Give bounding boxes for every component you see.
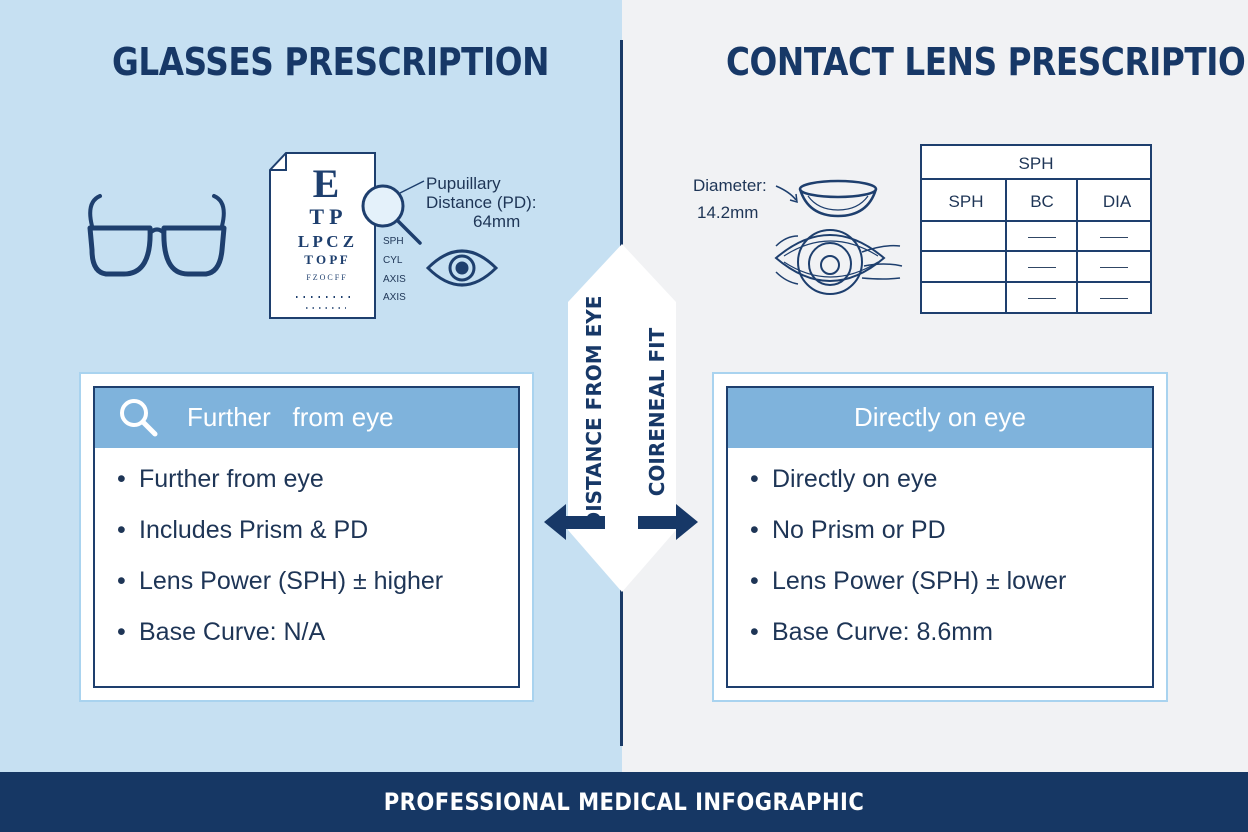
table-cell: ——: [1028, 228, 1056, 244]
arrow-right-icon: [638, 504, 698, 540]
glasses-card-header: Further from eye: [95, 388, 518, 448]
contact-lens-title: CONTACT LENS PRESCRIPTION: [726, 40, 1248, 84]
contact-lens-card: Directly on eye Directly on eye No Prism…: [712, 372, 1168, 702]
footer-text: PROFESSIONAL MEDICAL INFOGRAPHIC: [383, 788, 865, 816]
rx-label-sph: SPH: [383, 236, 404, 247]
chart-line-1: E: [313, 161, 340, 206]
illustrations: E T P L P C Z T O P F F Z O C F F Pupuil…: [87, 144, 1152, 592]
diameter-value: 14.2mm: [697, 203, 758, 222]
table-cell: ——: [1028, 258, 1056, 274]
rx-label-cyl: CYL: [383, 255, 403, 266]
footer-bar: PROFESSIONAL MEDICAL INFOGRAPHIC: [0, 772, 1248, 832]
list-item: Directly on eye: [750, 464, 1066, 515]
chart-line-3: L P C Z: [298, 232, 354, 251]
list-item: No Prism or PD: [750, 515, 1066, 566]
diameter-label: Diameter:: [693, 176, 767, 195]
list-item: Further from eye: [117, 464, 443, 515]
rx-label-axis-2: AXIS: [383, 292, 406, 303]
glasses-card-header-text: Further from eye: [187, 402, 394, 432]
glasses-bullet-list: Further from eye Includes Prism & PD Len…: [117, 464, 443, 668]
pd-label-line-3: 64mm: [473, 212, 520, 231]
prescription-table: [920, 144, 1152, 314]
list-item: Base Curve: N/A: [117, 617, 443, 668]
corneal-fit-label: COIRENEAL FIT: [645, 327, 669, 496]
search-icon: [120, 399, 158, 437]
contact-lens-card-header: Directly on eye: [728, 388, 1152, 448]
table-cell: ——: [1028, 289, 1056, 305]
table-cell: ——: [1100, 258, 1128, 274]
arrow-left-icon: [544, 504, 605, 540]
magnifier-icon: [361, 180, 425, 245]
table-cell: ——: [1100, 289, 1128, 305]
glasses-card: Further from eye Further from eye Includ…: [79, 372, 534, 702]
eye-side-icon: [774, 229, 903, 295]
list-item: Lens Power (SPH) ± lower: [750, 566, 1066, 617]
contact-lens-bullet-list: Directly on eye No Prism or PD Lens Powe…: [750, 464, 1066, 668]
list-item: Lens Power (SPH) ± higher: [117, 566, 443, 617]
contact-lens-card-header-text: Directly on eye: [854, 402, 1026, 432]
list-item: Base Curve: 8.6mm: [750, 617, 1066, 668]
chart-line-2: T P: [309, 204, 342, 229]
distance-from-eye-label: DISTANCE FROM EYE: [582, 296, 606, 529]
eye-chart-icon: E T P L P C Z T O P F F Z O C F F: [269, 152, 376, 319]
rx-label-axis-1: AXIS: [383, 274, 406, 285]
table-cell: ——: [1100, 228, 1128, 244]
list-item: Includes Prism & PD: [117, 515, 443, 566]
pd-label-line-1: Pupuillary: [426, 174, 501, 193]
glasses-icon: [87, 194, 227, 277]
pd-label-line-2: Distance (PD):: [426, 193, 537, 212]
chart-line-5: F Z O C F F: [306, 273, 346, 282]
glasses-title: GLASSES PRESCRIPTION: [112, 40, 550, 84]
chart-line-4: T O P F: [304, 252, 348, 267]
table-top-header: SPH: [1019, 154, 1054, 173]
table-col-sph: SPH: [949, 192, 984, 211]
eye-icon: [425, 249, 499, 287]
table-col-dia: DIA: [1103, 192, 1132, 211]
center-diamond: [568, 244, 676, 592]
table-col-bc: BC: [1030, 192, 1054, 211]
contact-lens-icon: [798, 179, 878, 218]
